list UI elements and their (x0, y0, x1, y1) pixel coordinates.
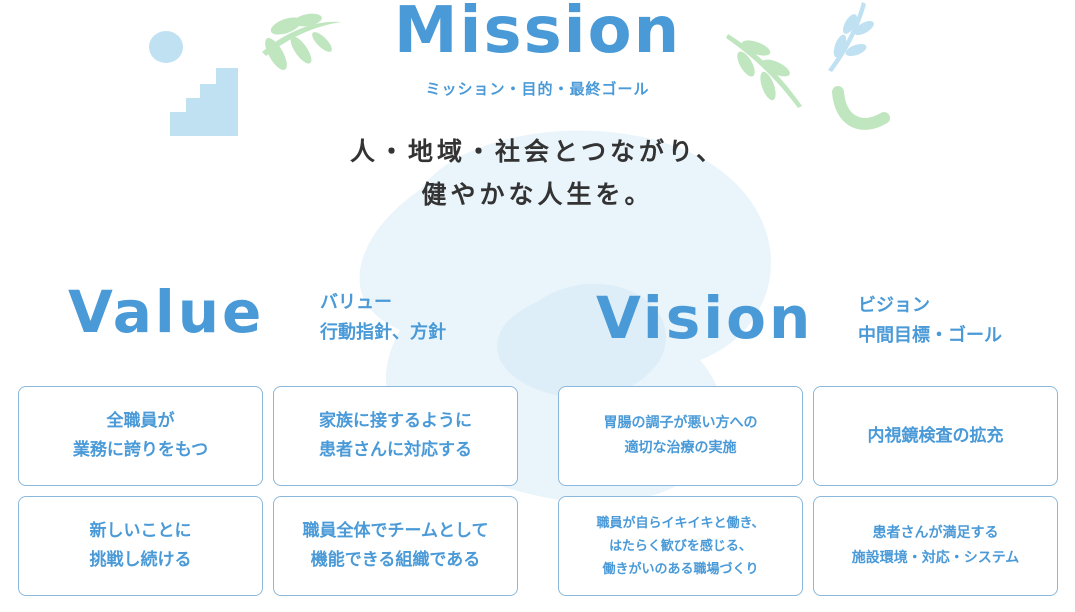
value-card-text: 新しいことに 挑戦し続ける (89, 521, 192, 570)
vision-card-text: 職員が自らイキイキと働き、 はたらく歓びを感じる、 働きがいのある職場づくり (596, 515, 765, 577)
leaf-icon (828, 2, 874, 72)
value-subtitle: バリュー 行動指針、方針 (320, 288, 446, 348)
vision-card: 胃腸の調子が悪い方への 適切な治療の実施 (558, 386, 803, 486)
mission-statement-line: 人・地域・社会とつながり、 (349, 137, 725, 166)
vision-card-text: 胃腸の調子が悪い方への 適切な治療の実施 (603, 415, 758, 456)
mission-statement: 人・地域・社会とつながり、 健やかな人生を。 (0, 130, 1075, 216)
vision-subtitle: ビジョン 中間目標・ゴール (858, 291, 1002, 351)
value-card-text: 全職員が 業務に誇りをもつ (72, 411, 209, 460)
leaf-icon (262, 13, 341, 70)
vision-card: 内視鏡検査の拡充 (813, 386, 1058, 486)
mission-title: Mission (393, 0, 682, 68)
value-card: 全職員が 業務に誇りをもつ (18, 386, 263, 486)
value-card: 職員全体でチームとして 機能できる組織である (273, 496, 518, 596)
hook-shape-icon (832, 86, 890, 130)
vision-card: 患者さんが満足する 施設環境・対応・システム (813, 496, 1058, 596)
value-title: Value (68, 278, 265, 346)
value-card-text: 職員全体でチームとして 機能できる組織である (302, 521, 489, 570)
vision-subtitle-kana: ビジョン (858, 295, 930, 316)
stairs-shape-icon (170, 68, 238, 136)
mission-subtitle: ミッション・目的・最終ゴール (425, 80, 650, 98)
mission-statement-line: 健やかな人生を。 (421, 180, 654, 209)
vision-title: Vision (596, 284, 814, 352)
value-card: 家族に接するように 患者さんに対応する (273, 386, 518, 486)
vision-card-text: 患者さんが満足する 施設環境・対応・システム (851, 525, 1020, 566)
vision-card-text: 内視鏡検査の拡充 (867, 425, 1004, 446)
value-card: 新しいことに 挑戦し続ける (18, 496, 263, 596)
circle-shape-icon (149, 31, 183, 63)
leaf-icon (726, 34, 802, 108)
vision-card: 職員が自らイキイキと働き、 はたらく歓びを感じる、 働きがいのある職場づくり (558, 496, 803, 596)
value-card-text: 家族に接するように 患者さんに対応する (319, 411, 472, 460)
value-subtitle-kana: バリュー (320, 292, 392, 313)
vision-subtitle-desc: 中間目標・ゴール (858, 325, 1002, 346)
value-subtitle-desc: 行動指針、方針 (320, 322, 446, 343)
